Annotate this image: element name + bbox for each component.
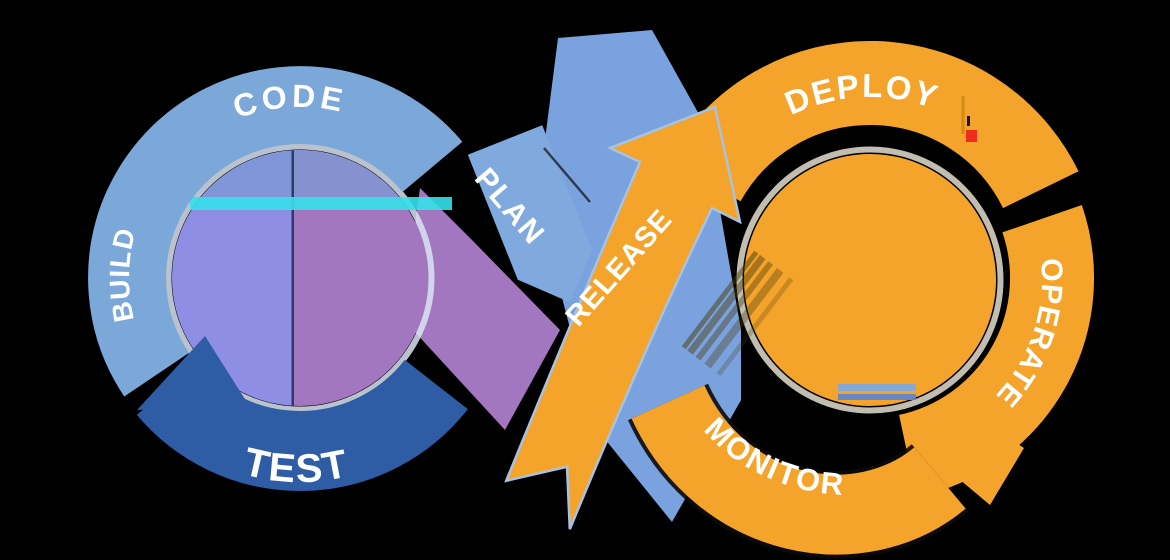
test-arrow-tip — [137, 336, 248, 410]
build-label: BUILD — [104, 225, 142, 325]
plan-segment — [467, 125, 593, 303]
shadow-streak — [681, 250, 759, 350]
build-segment — [88, 188, 190, 397]
release-shadow-streaks — [681, 250, 794, 376]
blue-stripe-artifact-2 — [838, 394, 916, 400]
test-segment — [136, 359, 468, 491]
shadow-streak — [695, 261, 773, 361]
left-hole-ring — [165, 143, 435, 413]
right-inner-disc — [744, 154, 996, 406]
release-segment — [504, 105, 742, 530]
right-hole-ring — [736, 146, 1004, 414]
shadow-streak — [704, 267, 784, 369]
cyan-streak-artifact — [190, 197, 452, 210]
deploy-segment — [667, 40, 1079, 209]
purple-cross-ribbon — [402, 188, 560, 430]
shadow-streak — [716, 277, 794, 376]
hole-divider-line-artifact — [291, 150, 294, 406]
blue-stripe-artifact-1 — [838, 384, 916, 391]
fold-crease-artifact — [543, 147, 591, 203]
shadow-streak — [687, 254, 766, 355]
code-segment — [97, 66, 463, 240]
test-label: TEST — [240, 440, 353, 492]
dark-tick-artifact — [967, 116, 970, 126]
red-square-artifact — [966, 130, 977, 142]
monitor-segment — [631, 384, 966, 555]
operate-tail — [934, 400, 1024, 505]
